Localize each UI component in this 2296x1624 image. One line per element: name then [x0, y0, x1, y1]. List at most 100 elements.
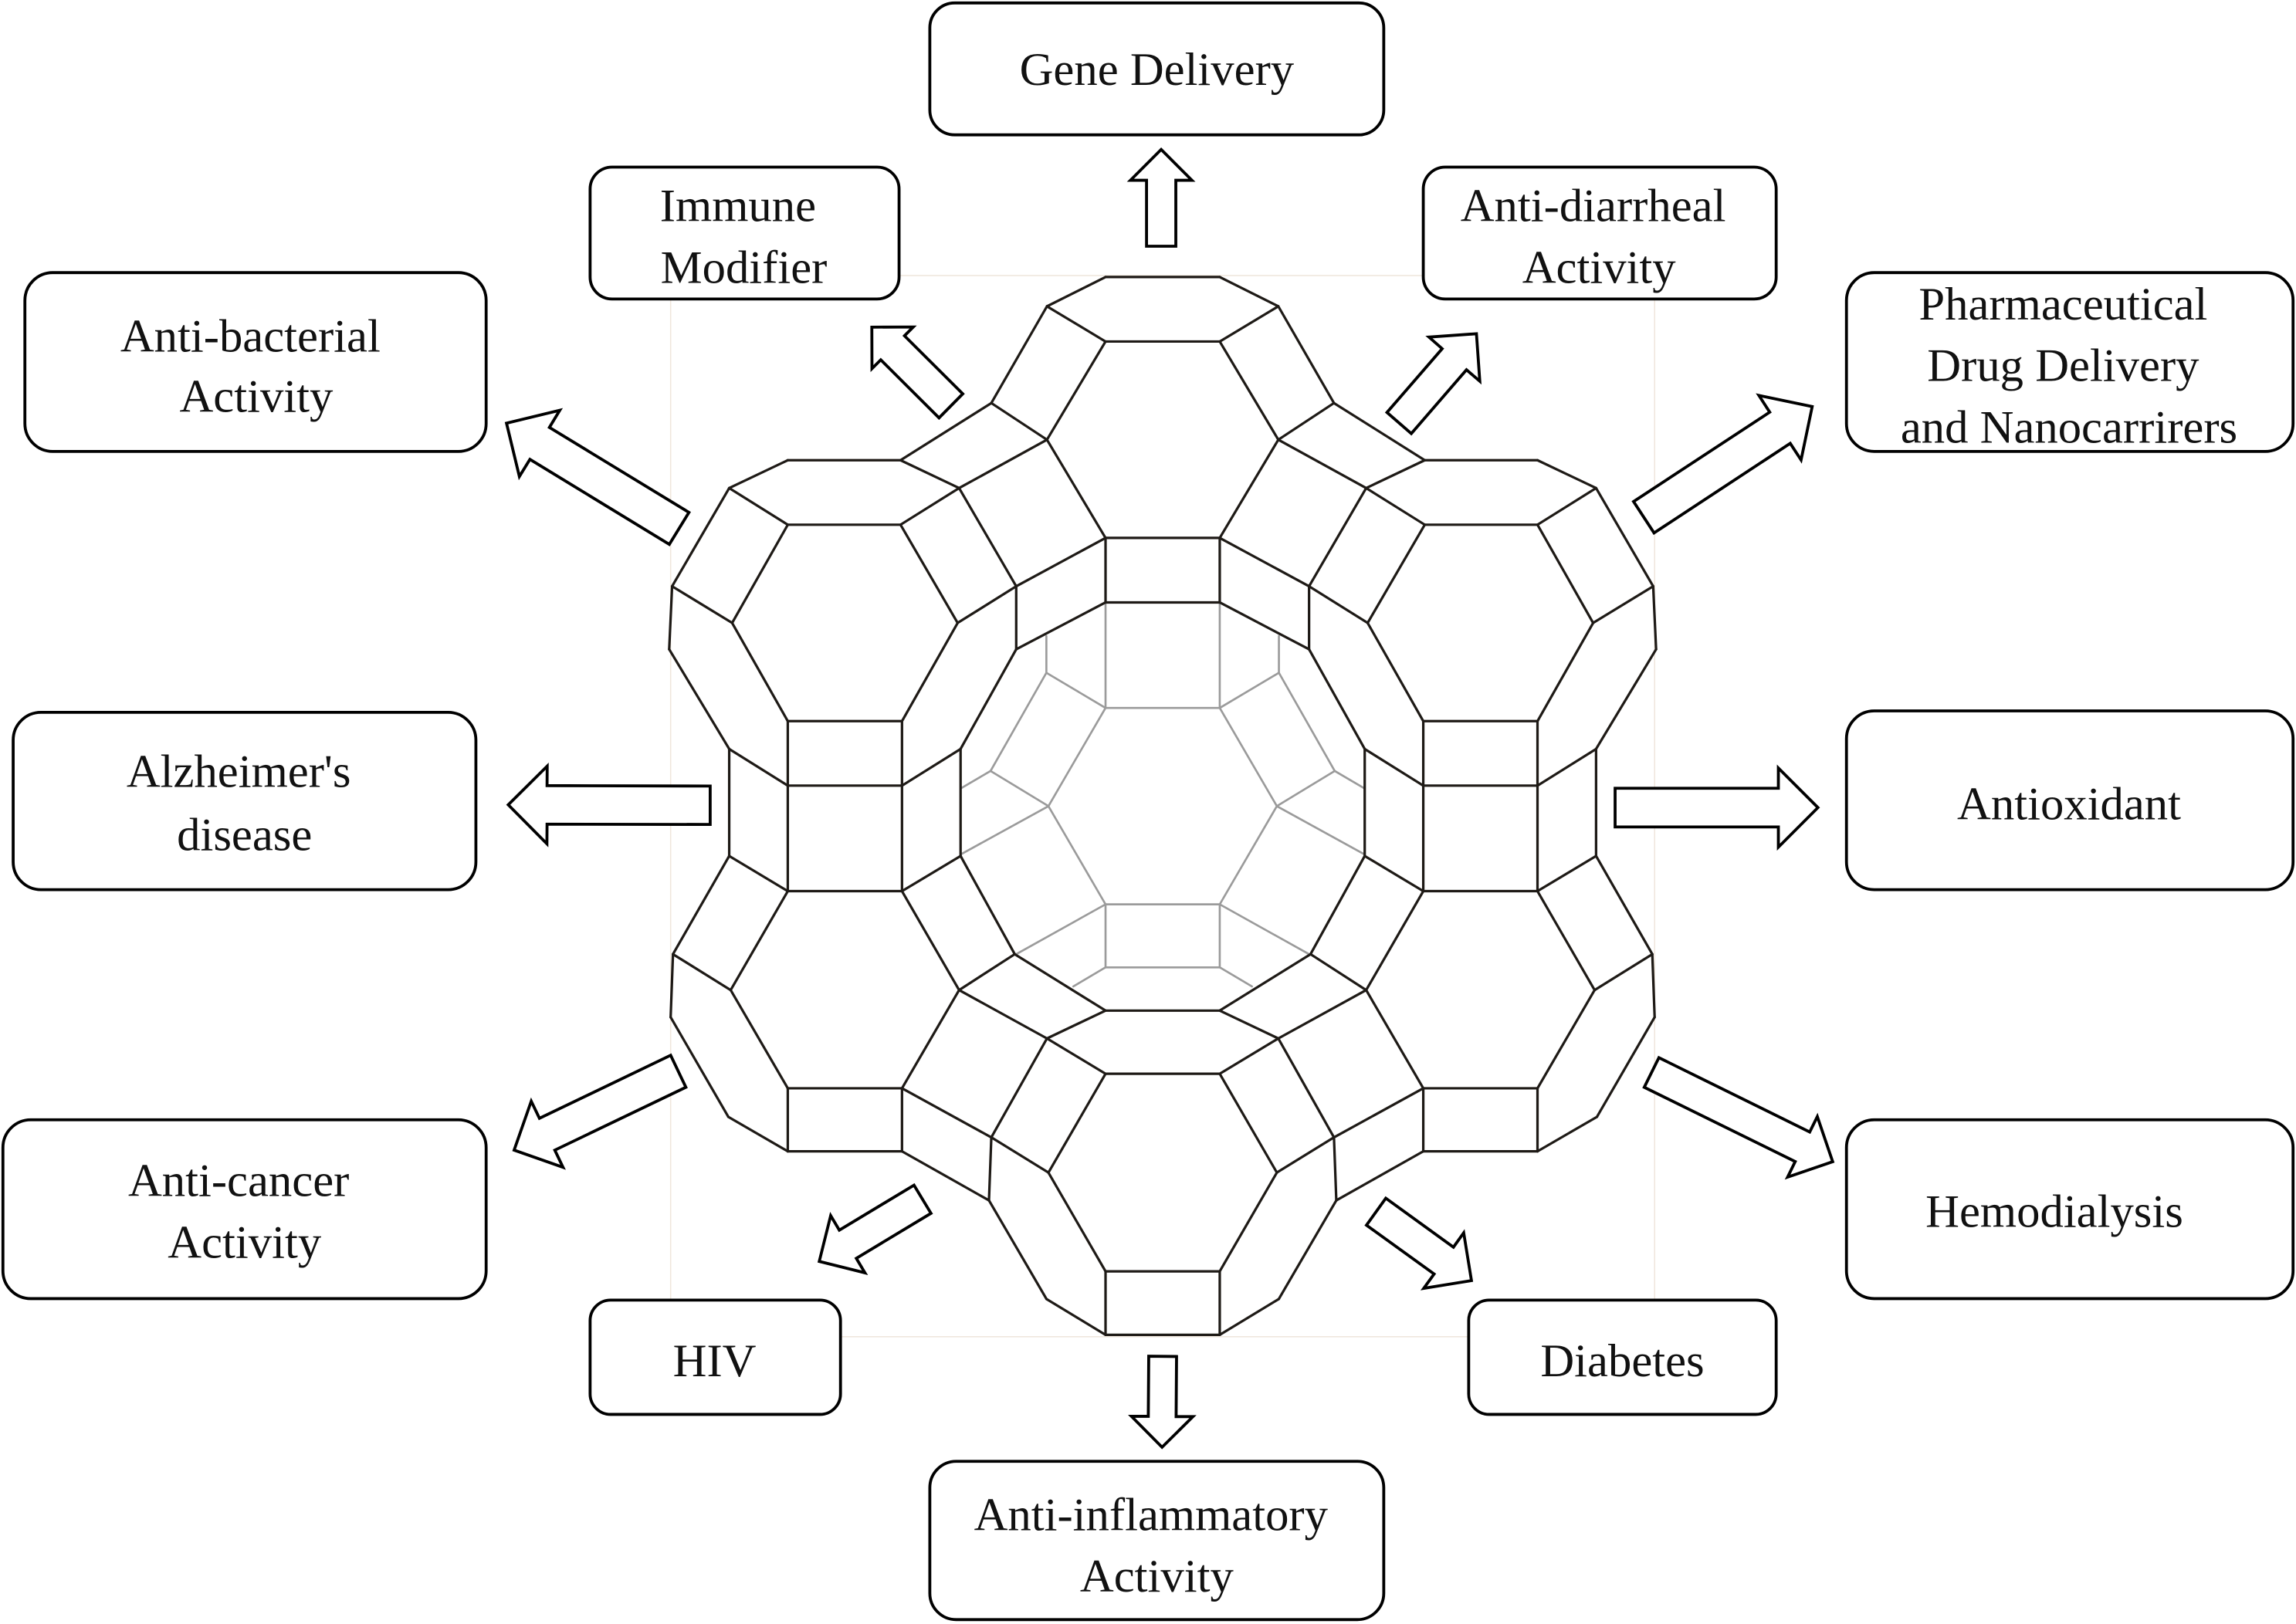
box-pharmaceutical-drug-delivery: Pharmaceutical Drug Delivery and Nanocar…	[1844, 271, 2295, 453]
framework-edge	[1536, 889, 1597, 992]
box-anti-diarrheal: Anti-diarrheal Activity	[1421, 165, 1778, 301]
inner-cage-edge	[1072, 966, 1107, 988]
framework-edge	[730, 621, 790, 722]
label-line: Hemodialysis	[1925, 1186, 2183, 1237]
framework-edge	[1536, 523, 1595, 624]
framework-edge	[900, 1149, 991, 1202]
framework-edge	[899, 401, 993, 462]
framework-edge	[900, 1087, 993, 1139]
box-diabetes: Diabetes	[1467, 1298, 1778, 1416]
framework-edge	[957, 952, 1017, 992]
framework-edge	[1366, 621, 1425, 722]
box-label: Anti-diarrheal Activity	[1461, 181, 1738, 294]
label-line: Immune	[660, 181, 816, 232]
box-gene-delivery: Gene Delivery	[928, 1, 1386, 137]
inner-cage	[959, 601, 1366, 988]
framework-edge	[726, 1115, 790, 1153]
framework-edge	[1536, 486, 1597, 526]
box-frame	[1467, 1298, 1778, 1416]
framework-edge	[1218, 305, 1280, 343]
framework-edge	[990, 1135, 1050, 1174]
box-label: Gene Delivery	[1020, 44, 1295, 96]
framework-edge	[727, 854, 790, 893]
framework-edge	[990, 305, 1048, 404]
arrows	[504, 147, 1835, 1450]
framework-edge	[1595, 1016, 1656, 1118]
framework-edge	[1594, 854, 1654, 956]
framework-edge	[670, 584, 733, 624]
inner-cage-edge	[1014, 903, 1107, 956]
box-frame	[12, 710, 478, 892]
box-label: Anti-inflammatory Activity	[974, 1489, 1340, 1602]
framework-edge	[669, 1016, 730, 1118]
arrow-to-anti-diarrheal-icon	[1384, 332, 1482, 436]
box-frame	[588, 165, 901, 301]
framework-edge	[1364, 486, 1427, 526]
box-label: Antioxidant	[1957, 778, 2181, 830]
framework-edge	[1335, 1149, 1425, 1202]
box-alzheimers: Alzheimer's disease	[12, 710, 478, 892]
framework-edge	[1047, 1171, 1107, 1273]
inner-cage-edge	[1218, 805, 1278, 905]
framework-edge	[1045, 1009, 1107, 1040]
framework-edge	[1308, 584, 1370, 624]
framework-edge	[668, 584, 674, 651]
label-line: Gene Delivery	[1020, 44, 1295, 96]
framework-edge	[1218, 438, 1280, 540]
box-frame	[1844, 709, 2295, 892]
box-anti-cancer: Anti-cancer Activity	[1, 1118, 488, 1301]
framework-edge	[1045, 438, 1107, 540]
box-anti-bacterial: Anti-bacterial Activity	[23, 271, 488, 453]
label-line: Activity	[179, 371, 334, 423]
framework-edge	[1591, 584, 1654, 624]
arrow-to-alzheimers-icon	[506, 762, 712, 848]
framework-edge	[987, 1199, 1048, 1301]
framework-edge	[1536, 458, 1597, 489]
framework-edge	[900, 989, 960, 1090]
framework-edge	[1651, 584, 1658, 651]
label-line: Anti-cancer	[128, 1155, 349, 1206]
framework-edge	[1536, 621, 1595, 722]
framework-edge	[899, 523, 960, 624]
framework-edge	[1013, 952, 1107, 1012]
framework-edge	[1045, 305, 1107, 343]
framework-edge	[900, 621, 960, 722]
framework-edge	[1593, 952, 1654, 992]
framework-edge	[729, 889, 790, 992]
inner-cage-edge	[989, 770, 1050, 807]
framework-edge	[672, 854, 731, 956]
framework-edge	[959, 854, 1017, 956]
framework-edge	[1218, 1009, 1280, 1040]
box-antioxidant: Antioxidant	[1844, 709, 2295, 892]
framework-edge	[1277, 989, 1368, 1040]
framework-edge	[956, 584, 1018, 624]
framework-edge	[899, 486, 960, 526]
box-immune-modifier: Immune Modifier	[588, 165, 901, 301]
framework-edge	[669, 952, 675, 1019]
box-frame	[928, 1460, 1386, 1622]
label-line: and Nanocarrirers	[1901, 401, 2237, 453]
box-label: Diabetes	[1540, 1335, 1704, 1387]
framework-edge	[1309, 854, 1366, 956]
framework-edge	[1594, 648, 1658, 750]
framework-edge	[1277, 1199, 1338, 1301]
box-frame	[588, 1298, 842, 1416]
label-line: HIV	[673, 1335, 757, 1387]
box-label: Anti-bacterial Activity	[120, 311, 392, 423]
arrow-to-anti-inflammatory-icon	[1128, 1355, 1197, 1450]
framework-edge	[1218, 536, 1311, 588]
arrow-to-immune-modifier-icon	[870, 325, 965, 421]
framework-edge	[1045, 1298, 1107, 1336]
inner-cage-edge	[959, 805, 1050, 856]
label-line: Antioxidant	[1957, 778, 2181, 830]
inner-cage-edge	[1333, 770, 1366, 790]
arrow-to-anti-cancer-icon	[512, 1053, 688, 1170]
box-hemodialysis: Hemodialysis	[1844, 1118, 2295, 1301]
framework-edge	[727, 458, 790, 489]
framework-edge	[1309, 952, 1368, 992]
inner-cage-edge	[1275, 770, 1336, 807]
inner-cage-edge	[1275, 805, 1366, 856]
framework-edge	[1651, 952, 1656, 1019]
framework-edge	[1218, 1072, 1278, 1174]
framework-edge	[1218, 1037, 1280, 1075]
